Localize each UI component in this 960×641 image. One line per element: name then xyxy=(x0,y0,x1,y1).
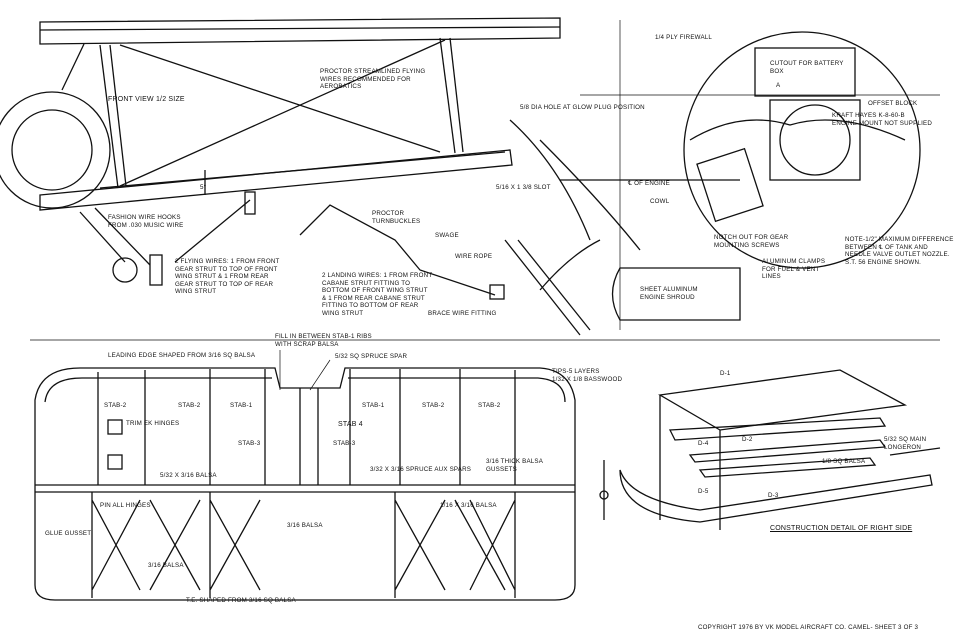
notch-label: NOTCH OUT FOR GEAR MOUNTING SCREWS xyxy=(714,234,789,249)
brace-wire-fitting-label: BRACE WIRE FITTING xyxy=(428,310,497,317)
dihedral-label: 5° xyxy=(200,184,207,191)
trim-hinges-label: TRIM EK HINGES xyxy=(126,420,180,427)
stab3-right: STAB-3 xyxy=(333,440,356,447)
stab2-right-outer: STAB-2 xyxy=(478,402,501,409)
d3-label: D-3 xyxy=(768,492,779,499)
engine-note: NOTE-1/2" MAXIMUM DIFFERENCE BETWEEN ℄ O… xyxy=(845,236,954,266)
fashion-wire-note: FASHION WIRE HOOKS FROM .030 MUSIC WIRE xyxy=(108,214,184,229)
engine-centerline-label: ℄ OF ENGINE xyxy=(628,180,670,187)
battery-cutout-label: CUTOUT FOR BATTERY BOX xyxy=(770,60,844,75)
front-view-drawing xyxy=(0,17,601,336)
landing-wires-detail: 2 LANDING WIRES: 1 FROM FRONT CABANE STR… xyxy=(322,272,433,317)
flying-wires-detail: 2 FLYING WIRES: 1 FROM FRONT GEAR STRUT … xyxy=(175,258,280,296)
d5-label: D-5 xyxy=(698,488,709,495)
dimension-a-label: A xyxy=(776,82,781,89)
construction-caption: CONSTRUCTION DETAIL OF RIGHT SIDE xyxy=(770,525,913,532)
fill-note: FILL IN BETWEEN STAB-1 RIBS WITH SCRAP B… xyxy=(275,333,372,348)
main-longeron-label: 5/32 SQ MAIN LONGERON xyxy=(884,436,927,451)
offset-block-label: OFFSET BLOCK xyxy=(868,100,918,107)
stab1-left: STAB-1 xyxy=(230,402,253,409)
turnbuckles-label: PROCTOR TURNBUCKLES xyxy=(372,210,421,225)
clamps-label: ALUMINUM CLAMPS FOR FUEL & VENT LINES xyxy=(762,258,826,281)
balsa-316-center-label: 3/16 BALSA xyxy=(287,522,323,529)
glow-plug-hole-label: 5/8 DIA HOLE AT GLOW PLUG POSITION xyxy=(520,104,645,111)
stab3-left: STAB-3 xyxy=(238,440,261,447)
swage-label: SWAGE xyxy=(435,232,459,239)
leading-edge-label: LEADING EDGE SHAPED FROM 3/16 SQ BALSA xyxy=(108,352,256,359)
flying-wires-note: PROCTOR STREAMLINED FLYING WIRES RECOMME… xyxy=(320,68,426,91)
copyright-footer: COPYRIGHT 1976 BY VK MODEL AIRCRAFT CO. … xyxy=(698,624,919,631)
stab2-right-inner: STAB-2 xyxy=(422,402,445,409)
d4-label: D-4 xyxy=(698,440,709,447)
stab4-label: STAB 4 xyxy=(338,421,363,428)
spar-label: 5/32 SQ SPRUCE SPAR xyxy=(335,353,408,360)
wing-plan-drawing xyxy=(34,367,609,601)
d2-label: D-2 xyxy=(742,436,753,443)
spruce-aux-spars-label: 3/32 X 3/16 SPRUCE AUX SPARS xyxy=(370,466,472,473)
stab2-left-outer: STAB-2 xyxy=(104,402,127,409)
stab2-left-inner: STAB-2 xyxy=(178,402,201,409)
d1-label: D-1 xyxy=(720,370,731,377)
stab1-right: STAB-1 xyxy=(362,402,385,409)
balsa-316-left-label: 3/16 BALSA xyxy=(148,562,184,569)
thick-gussets-label: 3/16 THICK BALSA GUSSETS xyxy=(486,458,544,473)
balsa-18-label: 1/8 SQ BALSA xyxy=(822,458,866,465)
cowl-label: COWL xyxy=(650,198,670,205)
glue-gusset-label: GLUE GUSSET xyxy=(45,530,92,537)
wire-rope-label: WIRE ROPE xyxy=(455,253,493,260)
tips-label: TIPS-5 LAYERS 1/32 X 1/8 BASSWOOD xyxy=(552,368,623,383)
te-note: T.E. SHAPED FROM 3/16 SQ BALSA xyxy=(186,597,296,604)
firewall-label: 1/4 PLY FIREWALL xyxy=(655,34,713,41)
slot-label: 5/16 X 1 3/8 SLOT xyxy=(496,184,551,191)
pin-hinges-label: PIN ALL HINGES xyxy=(100,502,151,509)
engine-detail-drawing xyxy=(509,31,921,321)
engine-mount-label: KRAFT HAYES K-8-60-B ENGINE MOUNT NOT SU… xyxy=(832,112,933,127)
shroud-label: SHEET ALUMINUM ENGINE SHROUD xyxy=(640,286,698,301)
construction-detail-drawing xyxy=(619,369,941,530)
balsa-532-label: 5/32 X 3/16 BALSA xyxy=(160,472,217,479)
balsa-116-label: 1/16 X 3/16 BALSA xyxy=(440,502,497,509)
front-view-title: FRONT VIEW 1/2 SIZE xyxy=(108,96,185,103)
